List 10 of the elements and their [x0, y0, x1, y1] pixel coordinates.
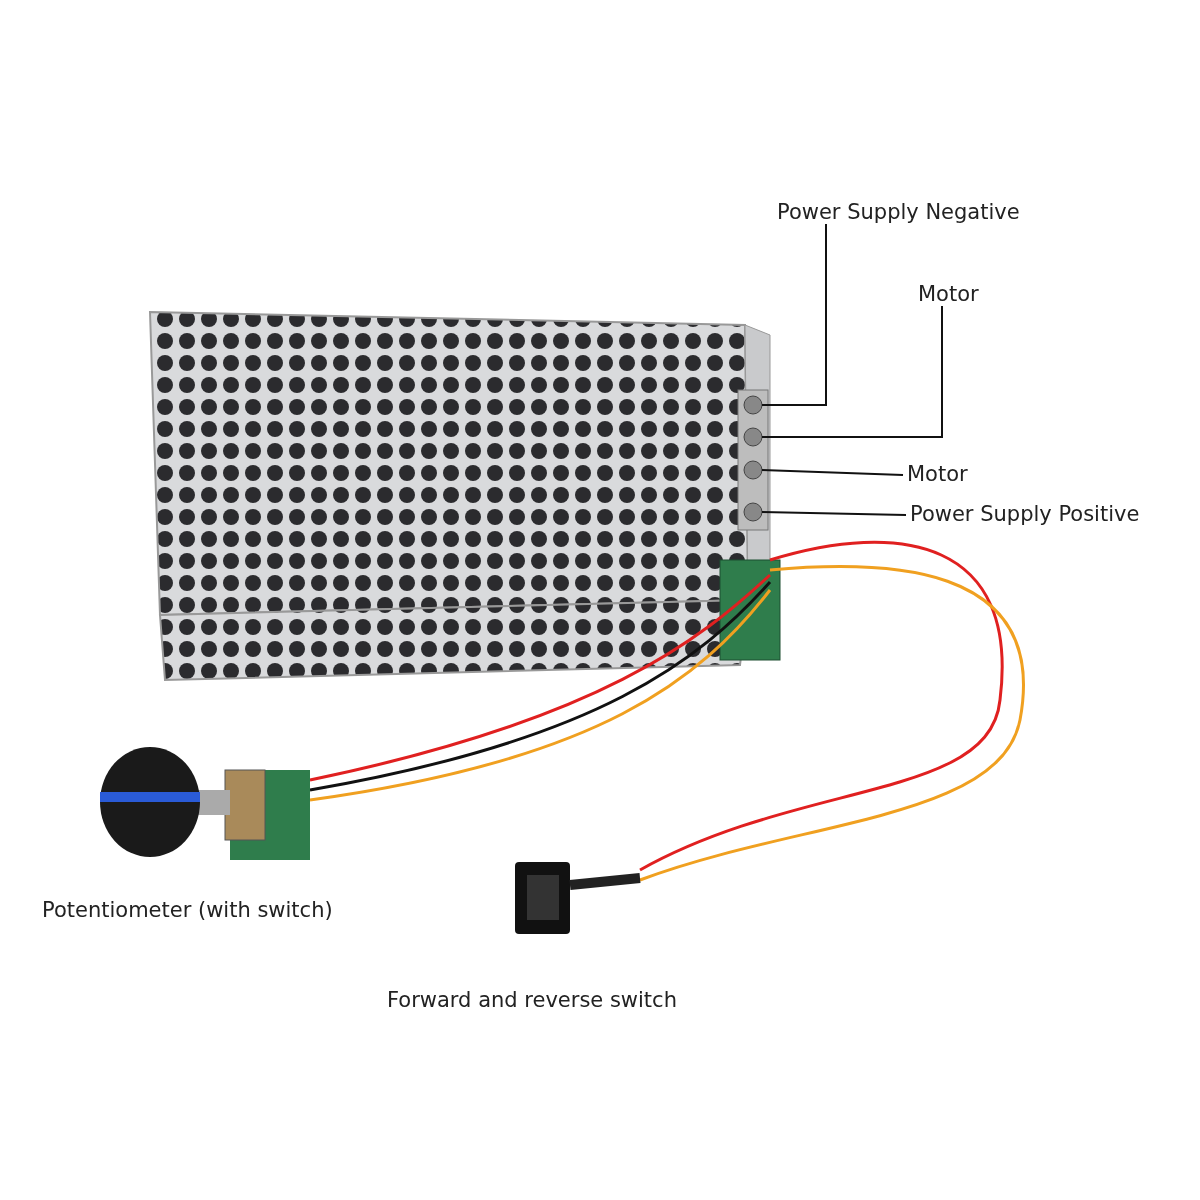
callout-label: Motor — [907, 462, 968, 486]
part-label: Forward and reverse switch — [387, 988, 677, 1012]
callout-label: Power Supply Negative — [777, 200, 1020, 224]
leader-line — [761, 223, 827, 406]
callout-label: Motor — [918, 282, 979, 306]
leader-line — [761, 469, 904, 476]
leader-line — [761, 305, 943, 438]
leader-line — [761, 511, 907, 516]
callout-label: Power Supply Positive — [910, 502, 1140, 526]
part-label: Potentiometer (with switch) — [42, 898, 333, 922]
